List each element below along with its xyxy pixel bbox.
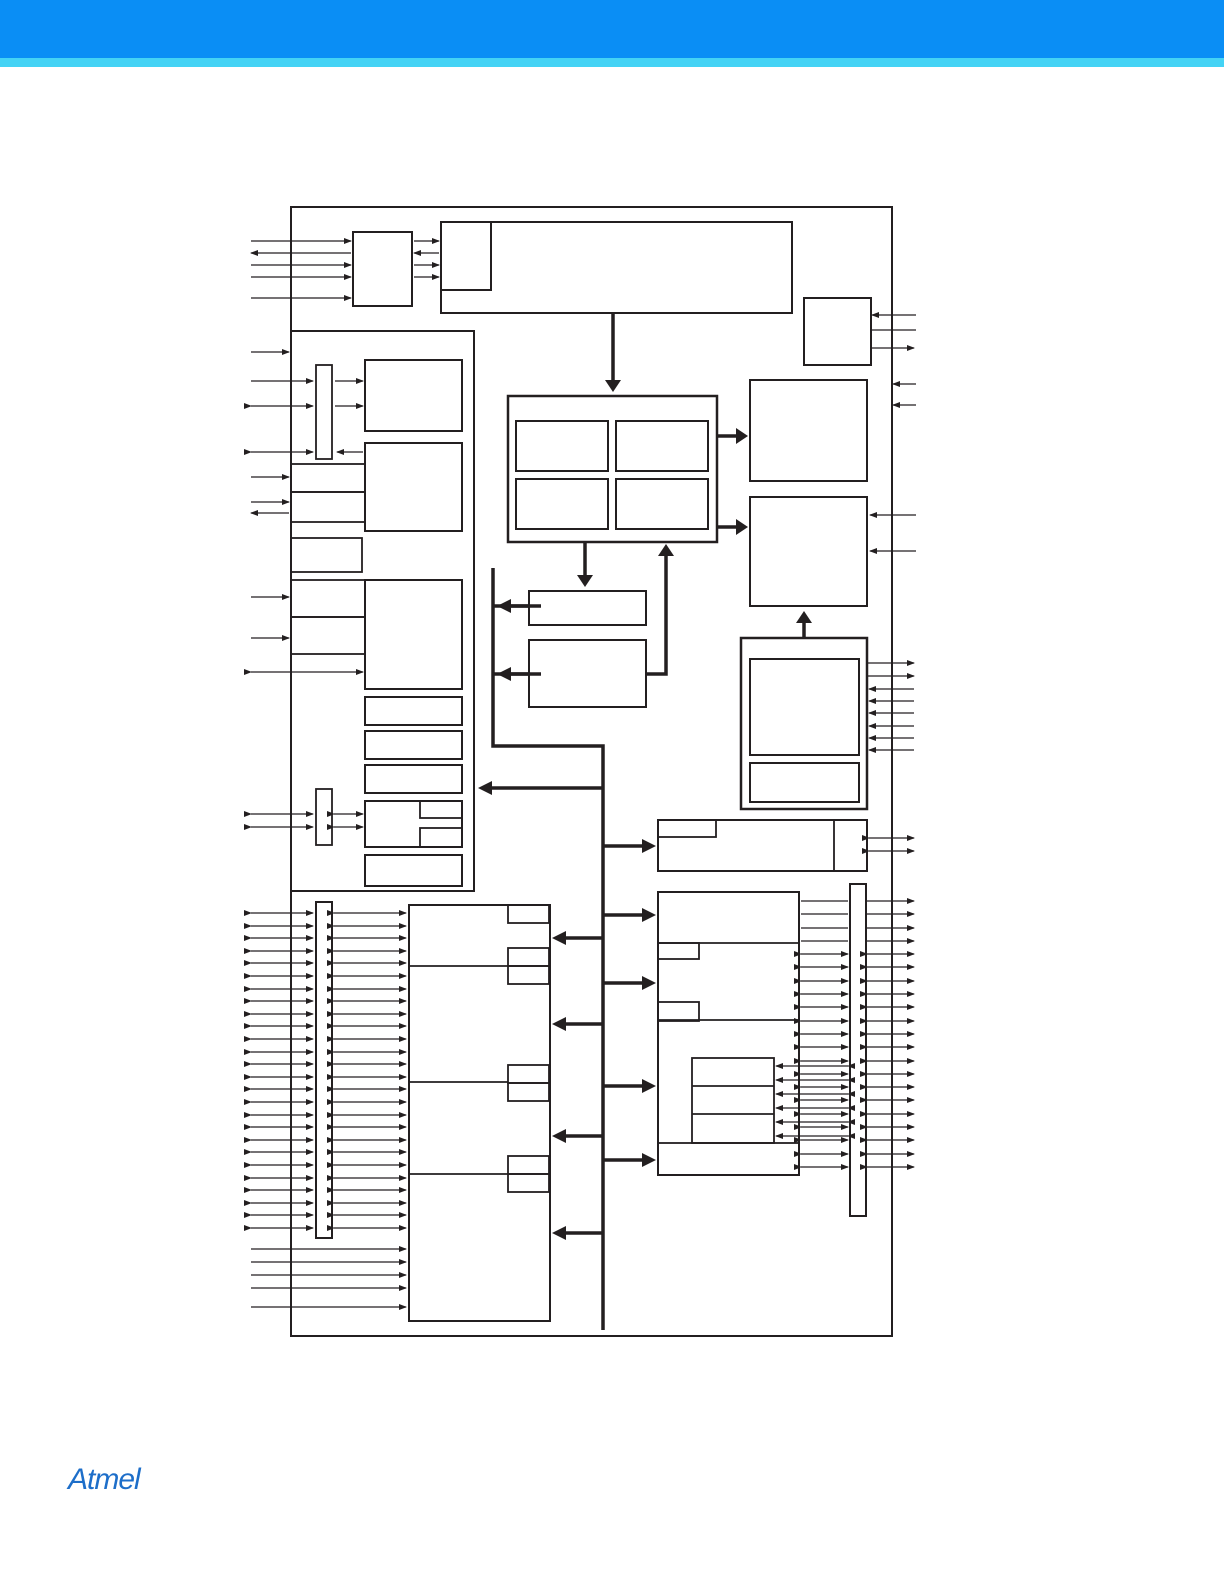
bus-arrowhead xyxy=(552,1226,566,1240)
top-right-small-block xyxy=(803,297,872,366)
left-block-3 xyxy=(364,579,463,690)
bus-arrowhead xyxy=(642,839,656,853)
sub-block xyxy=(315,788,333,846)
sub-block xyxy=(419,827,463,848)
sub-block xyxy=(315,364,333,460)
logo-wordmark: Atmel xyxy=(68,1463,141,1496)
bus-arrowhead xyxy=(552,1129,566,1143)
sub-block xyxy=(290,537,363,573)
sub-block xyxy=(507,965,550,985)
bus-arrowhead xyxy=(552,1017,566,1031)
sub-block xyxy=(657,942,700,960)
bus-arrowhead xyxy=(642,976,656,990)
right-frame xyxy=(739,636,869,811)
sub-block xyxy=(290,616,366,655)
right-block-2 xyxy=(749,496,868,607)
sub-block xyxy=(507,1064,550,1084)
sub-block xyxy=(507,947,550,967)
right-wide-block xyxy=(657,819,868,872)
left-panel xyxy=(290,330,475,892)
left-small-row-2 xyxy=(364,730,463,760)
sub-block xyxy=(290,463,366,493)
atmel-logo: Atmel xyxy=(68,1463,141,1503)
bus-line xyxy=(646,548,668,676)
center-cell-1 xyxy=(515,420,609,472)
bus-arrowhead xyxy=(497,667,511,681)
center-bridge-2 xyxy=(528,639,647,708)
bus-arrowhead xyxy=(497,599,511,613)
right-frame-inner-2 xyxy=(749,762,860,803)
sub-block xyxy=(507,1082,550,1102)
sub-block xyxy=(290,491,366,523)
left-small-row-3 xyxy=(364,764,463,794)
sub-block xyxy=(833,819,868,872)
sub-block xyxy=(507,904,550,924)
right-block-1 xyxy=(749,379,868,482)
left-block-2 xyxy=(364,442,463,532)
center-bridge-1 xyxy=(528,590,647,626)
bus-arrowhead xyxy=(796,611,812,623)
top-wide-block-sub xyxy=(440,221,492,291)
sub-block xyxy=(507,1173,550,1193)
header-stripe xyxy=(0,58,1224,67)
bus-arrowhead xyxy=(642,1079,656,1093)
bus-arrowhead xyxy=(478,781,492,795)
center-cell-2 xyxy=(615,420,709,472)
sub-block xyxy=(657,1142,800,1176)
center-cell-3 xyxy=(515,478,609,530)
bus-arrowhead xyxy=(658,544,674,556)
sub-block xyxy=(290,579,366,618)
sub-block xyxy=(691,1057,775,1144)
center-cell-4 xyxy=(615,478,709,530)
bus-arrowhead xyxy=(642,1153,656,1167)
bus-arrowhead xyxy=(552,931,566,945)
right-frame-inner-1 xyxy=(749,658,860,756)
bottom-left-stack-block xyxy=(408,904,551,1322)
left-block-1 xyxy=(364,359,463,432)
sub-block xyxy=(507,1155,550,1175)
top-wide-block xyxy=(440,221,793,314)
sub-block xyxy=(657,819,717,838)
bus-arrowhead xyxy=(642,908,656,922)
left-small-row-5 xyxy=(364,854,463,887)
bus-arrowhead xyxy=(577,575,593,587)
left-io-mux xyxy=(315,901,333,1239)
bus-arrowhead xyxy=(736,519,748,535)
header-bar xyxy=(0,0,1224,58)
right-io-mux xyxy=(849,883,867,1217)
center-matrix xyxy=(506,394,719,544)
right-stack-block xyxy=(657,891,800,1176)
bus-line xyxy=(491,568,605,1330)
left-small-row-1 xyxy=(364,696,463,726)
left-split-block xyxy=(364,800,463,848)
bus-arrowhead xyxy=(736,428,748,444)
top-left-controller xyxy=(352,231,413,307)
sub-block xyxy=(419,800,463,819)
bus-arrowhead xyxy=(605,380,621,392)
sub-block xyxy=(657,1001,700,1022)
